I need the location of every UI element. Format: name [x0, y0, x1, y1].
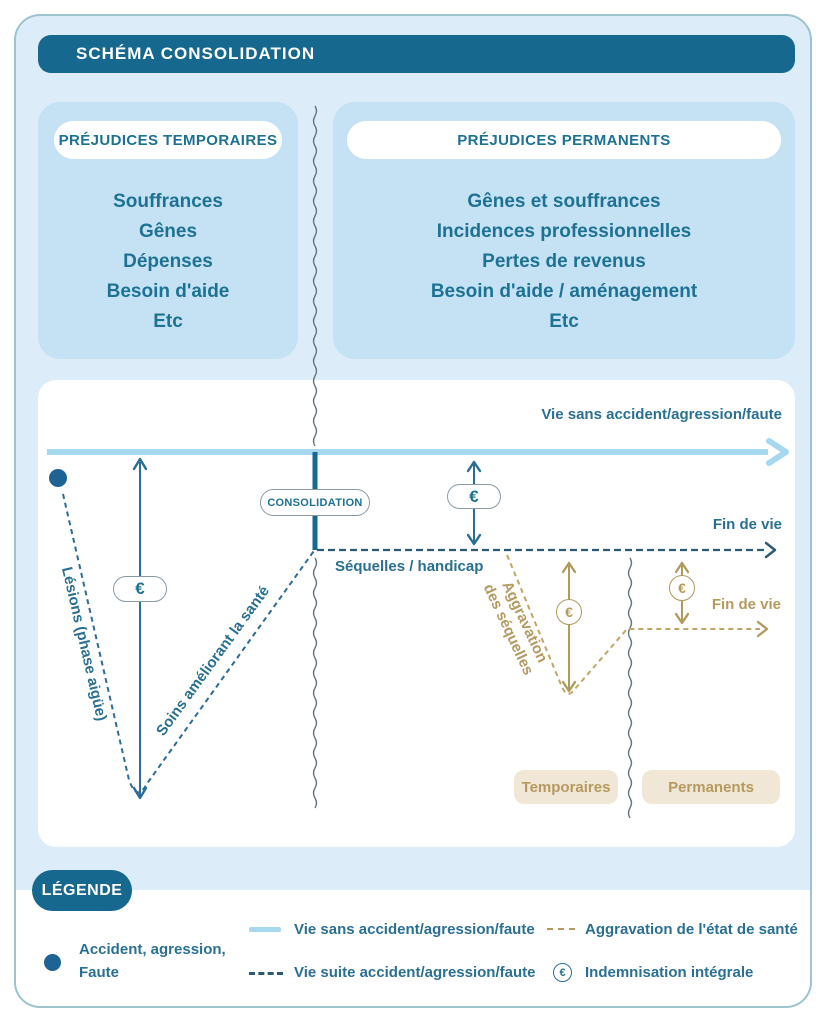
- legend-title-pill: LÉGENDE: [32, 870, 132, 911]
- box-temp-title: PRÉJUDICES TEMPORAIRES: [58, 131, 278, 149]
- list-item: Pertes de revenus: [482, 251, 646, 272]
- euro-badge-perm: €: [447, 484, 501, 509]
- list-item: Dépenses: [123, 251, 213, 272]
- header-bar: SCHÉMA CONSOLIDATION: [38, 35, 795, 73]
- legend-life-after-swatch-icon: [249, 972, 283, 975]
- box-perm-list: Gênes et souffrances Incidences professi…: [333, 187, 795, 337]
- box-perm-title-pill: PRÉJUDICES PERMANENTS: [347, 121, 781, 159]
- list-item: Besoin d'aide: [106, 281, 230, 302]
- legend-life-without-swatch-icon: [249, 927, 281, 932]
- sequelles-handicap-label: Séquelles / handicap: [335, 558, 484, 575]
- list-item: Etc: [549, 311, 579, 332]
- legend-panel: [16, 890, 810, 1006]
- schema-consolidation-card: SCHÉMA CONSOLIDATION PRÉJUDICES TEMPORAI…: [14, 14, 812, 1008]
- list-item: Incidences professionnelles: [436, 221, 692, 242]
- box-prejudices-permanents: PRÉJUDICES PERMANENTS Gênes et souffranc…: [333, 102, 795, 359]
- list-item: Gênes: [138, 221, 198, 242]
- life-without-accident-label: Vie sans accident/agression/faute: [541, 406, 782, 423]
- euro-badge-aggravation-perm: €: [669, 575, 695, 601]
- box-perm-title: PRÉJUDICES PERMANENTS: [457, 131, 671, 149]
- list-item: Etc: [153, 311, 183, 332]
- euro-badge-temp: €: [113, 576, 167, 602]
- list-item: Souffrances: [113, 191, 223, 212]
- legend-life-without-label: Vie sans accident/agression/faute: [294, 921, 535, 938]
- legend-accident-label: Accident, agression, Faute: [79, 941, 226, 981]
- box-temp-list: Souffrances Gênes Dépenses Besoin d'aide…: [38, 187, 298, 337]
- badge-permanents: Permanents: [642, 770, 780, 804]
- legend-aggravation-label: Aggravation de l'état de santé: [585, 921, 798, 938]
- box-prejudices-temporaires: PRÉJUDICES TEMPORAIRES Souffrances Gênes…: [38, 102, 298, 359]
- box-temp-title-pill: PRÉJUDICES TEMPORAIRES: [54, 121, 282, 159]
- legend-euro-icon: €: [553, 963, 572, 982]
- euro-badge-aggravation-temp: €: [556, 599, 582, 625]
- list-item: Gênes et souffrances: [467, 191, 661, 212]
- legend-aggravation-swatch-icon: [547, 928, 575, 930]
- list-item: Besoin d'aide / aménagement: [430, 281, 698, 302]
- legend-life-after-label: Vie suite accident/agression/faute: [294, 964, 536, 981]
- badge-temporaires: Temporaires: [514, 770, 618, 804]
- legend-indemnisation-label: Indemnisation intégrale: [585, 964, 754, 981]
- page-title: SCHÉMA CONSOLIDATION: [76, 44, 316, 63]
- consolidation-pill: CONSOLIDATION: [260, 489, 370, 516]
- accident-dot-legend-icon: [44, 954, 61, 971]
- fin-de-vie-label-blue: Fin de vie: [712, 516, 782, 533]
- fin-de-vie-label-tan: Fin de vie: [711, 596, 781, 613]
